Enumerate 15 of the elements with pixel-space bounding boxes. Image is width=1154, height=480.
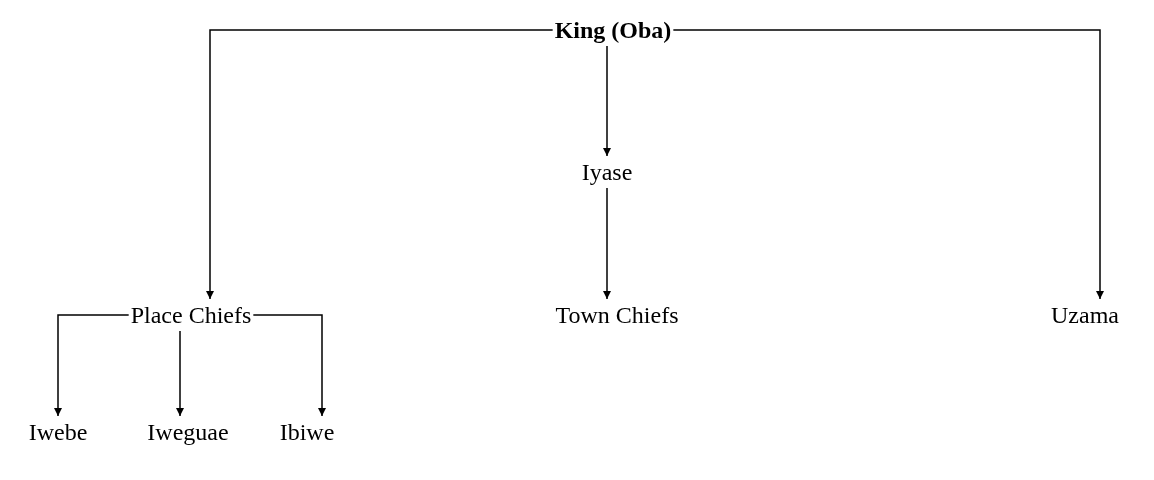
arrow <box>603 187 611 300</box>
chart-entry: King (Oba) <box>552 14 674 46</box>
chart-entry: Iweguae <box>145 416 231 448</box>
arrow <box>672 29 1104 300</box>
chart-entry: Iyase <box>579 156 635 188</box>
arrow <box>206 29 554 300</box>
arrow <box>176 330 184 417</box>
chart-entry: Place Chiefs <box>128 299 254 331</box>
arrow <box>603 45 611 157</box>
arrow <box>54 314 130 417</box>
chart-entry: Iwebe <box>26 416 90 448</box>
chart-entry: Ibiwe <box>277 416 337 448</box>
chart-entry: Town Chiefs <box>553 299 681 331</box>
arrow <box>252 314 326 417</box>
chart-entry: Uzama <box>1049 299 1121 331</box>
